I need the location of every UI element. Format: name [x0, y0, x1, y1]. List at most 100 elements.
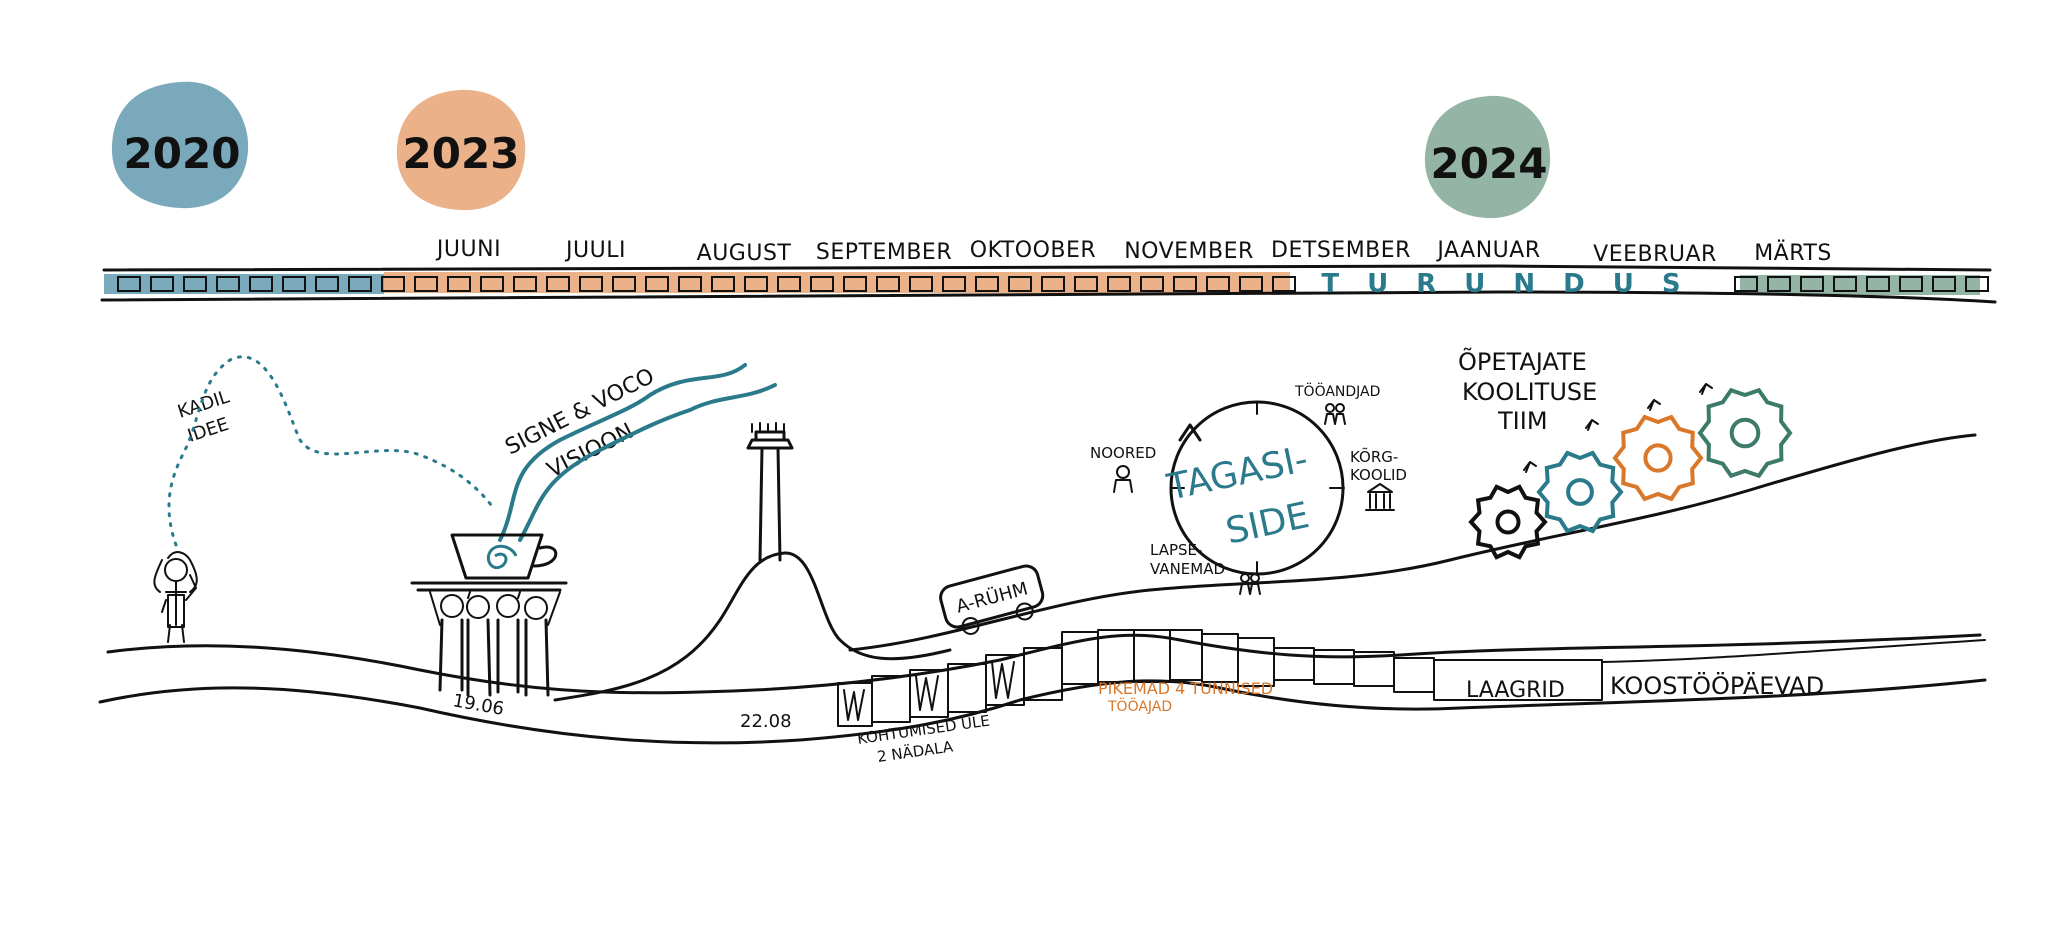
month-november: NOVEMBER — [1124, 239, 1254, 264]
opetajate-line1: ÕPETAJATE — [1458, 346, 1587, 376]
people-group — [429, 591, 561, 697]
month-august: AUGUST — [697, 241, 792, 266]
date-2208: 22.08 — [740, 711, 792, 732]
upper-road — [848, 433, 1977, 652]
month-detsember: DETSEMBER — [1271, 238, 1411, 263]
strip-frame — [1206, 276, 1230, 292]
gear-icon — [1697, 387, 1793, 479]
strip-frame — [480, 276, 504, 292]
koostoopaevad-label: KOOSTÖÖPÄEVAD — [1610, 671, 1824, 700]
steam-line-2 — [518, 383, 777, 542]
year-2023-label: 2023 — [403, 129, 520, 178]
gear-icon — [1536, 450, 1624, 534]
tagasiside-cycle: TAGASI- SIDE NOORED TÖÖANDJAD KÕRG- KOOL… — [1090, 382, 1407, 595]
road-top — [106, 633, 1982, 695]
strip-frame — [1272, 276, 1296, 292]
lapsevanemad-people-icon — [1239, 573, 1261, 595]
strip-frame — [117, 276, 141, 292]
strip-segment-blue — [104, 274, 384, 294]
strip-frame — [678, 276, 702, 292]
strip-frame — [810, 276, 834, 292]
strip-frame — [249, 276, 273, 292]
strip-frame — [282, 276, 306, 292]
lapsevanemad-line1: LAPSE- — [1150, 541, 1202, 559]
strip-frame — [909, 276, 933, 292]
strip-frame — [711, 276, 735, 292]
opetajate-line3: TIIM — [1497, 407, 1548, 435]
strip-frame — [1140, 276, 1164, 292]
timeline-strip: TURUNDUS — [100, 264, 1997, 304]
strip-frame — [183, 276, 207, 292]
steam-line-1 — [498, 363, 747, 542]
cup-swirl — [486, 544, 518, 569]
turundus-label: TURUNDUS — [1321, 269, 1708, 299]
tray — [410, 581, 568, 592]
pikemad-line2: TÖÖAJAD — [1107, 697, 1172, 715]
strip-frame — [975, 276, 999, 292]
gear-icon — [1612, 414, 1704, 502]
bus-a-ruhm: A-RÜHM — [939, 564, 1045, 635]
strip-frame — [1866, 276, 1890, 292]
month-juuni: JUUNI — [435, 237, 501, 262]
korgkoolid-line1: KÕRG- — [1350, 447, 1398, 466]
strip-frame — [1107, 276, 1131, 292]
opetajate-line2: KOOLITUSE — [1462, 378, 1597, 406]
strip-frame — [645, 276, 669, 292]
year-2023-blob — [396, 89, 526, 211]
tower — [746, 430, 794, 562]
year-2024-label: 2024 — [1431, 139, 1548, 188]
strip-frame — [1734, 276, 1758, 292]
strip-frame — [1239, 276, 1263, 292]
noored-person-icon — [1113, 465, 1133, 493]
year-2020-blob — [111, 81, 249, 209]
strip-frames — [117, 276, 1989, 292]
korgkoolid-line2: KOOLID — [1350, 466, 1407, 484]
strip-frame — [513, 276, 537, 292]
strip-frame — [579, 276, 603, 292]
month-marts: MÄRTS — [1754, 240, 1832, 266]
strip-segment-orange — [384, 272, 1290, 293]
gear-hub — [1566, 478, 1594, 506]
strip-frame — [1833, 276, 1857, 292]
strip-bottom-edge — [100, 290, 1997, 304]
month-veebruar: VEEBRUAR — [1593, 242, 1717, 267]
strip-frame — [414, 276, 438, 292]
strip-frame — [1074, 276, 1098, 292]
month-juuli: JUULI — [564, 238, 626, 263]
tower-people — [751, 422, 785, 433]
opetajate-koolituse-tiim: ÕPETAJATE KOOLITUSE TIIM — [1458, 346, 1793, 560]
girl-figure — [153, 551, 198, 643]
strip-frame — [1041, 276, 1065, 292]
strip-frame — [315, 276, 339, 292]
strip-frame — [348, 276, 372, 292]
year-2020-label: 2020 — [124, 129, 241, 178]
gear-hub — [1495, 509, 1521, 535]
strip-frame — [1932, 276, 1956, 292]
strip-frame — [150, 276, 174, 292]
strip-segment-turundus — [1290, 273, 1740, 293]
gear-hub — [1643, 443, 1673, 473]
strip-frame — [546, 276, 570, 292]
cup-handle — [532, 545, 558, 568]
year-2020-badge: 2020 — [111, 81, 249, 209]
laagrid-label: LAAGRID — [1466, 678, 1565, 703]
pikemad-line1: PIKEMAD 4 TUNNISED — [1098, 679, 1273, 698]
strip-frame — [843, 276, 867, 292]
road — [98, 433, 1987, 745]
strip-frame — [876, 276, 900, 292]
strip-frame — [942, 276, 966, 292]
month-labels: JUUNI JUULI AUGUST SEPTEMBER OKTOOBER NO… — [435, 237, 1832, 267]
tooandjad-people-icon — [1324, 403, 1346, 425]
meeting-boxes — [837, 629, 1986, 727]
strip-frame — [1965, 276, 1989, 292]
road-bottom — [98, 678, 1987, 745]
gear-icon — [1468, 484, 1548, 560]
gears — [1468, 387, 1793, 560]
month-jaanuar: JAANUAR — [1435, 238, 1540, 263]
signe-voco-group: SIGNE & VOCO VISIOON — [410, 363, 777, 697]
year-2024-blob — [1424, 95, 1551, 219]
year-2024-badge: 2024 — [1424, 95, 1551, 219]
strip-frame — [1173, 276, 1197, 292]
lapsevanemad-line2: VANEMAD — [1150, 560, 1225, 578]
